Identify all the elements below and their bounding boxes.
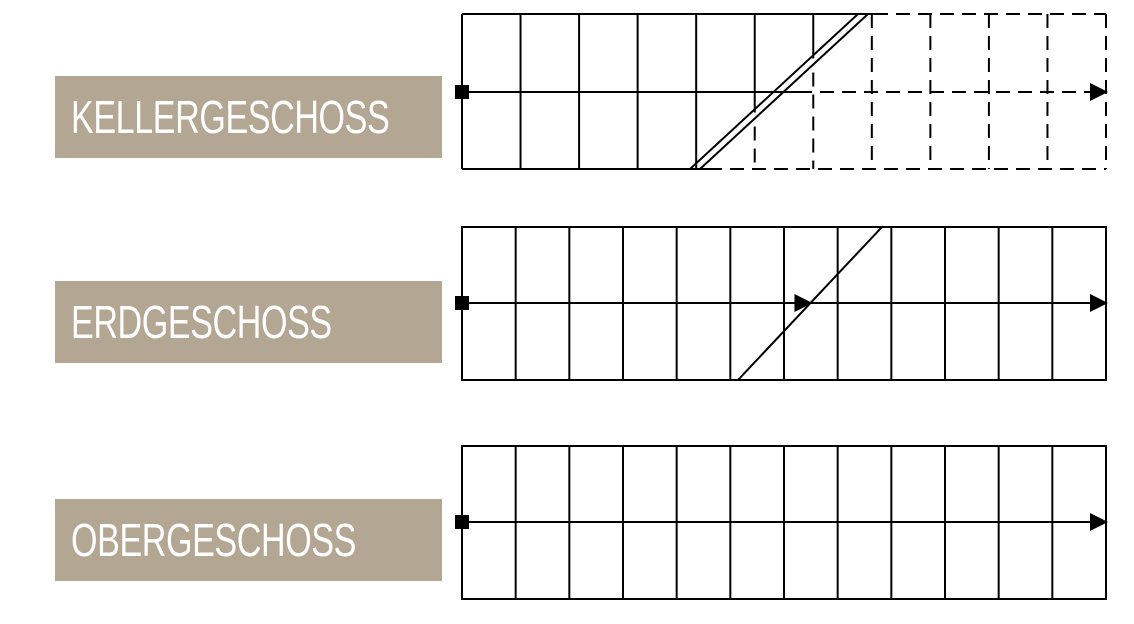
walking-line-start-square (455, 85, 469, 99)
walking-line-end-arrow (1090, 83, 1108, 101)
stair-cut-line-second (689, 13, 859, 170)
walking-line-start-square (455, 296, 469, 310)
floor-label-text: ERDGESCHOSS (71, 296, 332, 348)
floor-label-kellergeschoss: KELLERGESCHOSS (55, 76, 442, 158)
stair-cut-line (699, 13, 869, 170)
floor-label-text: KELLERGESCHOSS (71, 91, 390, 143)
walking-line-start-square (455, 515, 469, 529)
floor-label-obergeschoss: OBERGESCHOSS (55, 499, 442, 581)
walking-line-end-arrow (1090, 513, 1108, 531)
floor-label-erdgeschoss: ERDGESCHOSS (55, 281, 442, 363)
floor-label-text: OBERGESCHOSS (71, 514, 356, 566)
walking-line-mid-arrow (794, 294, 813, 312)
stair-cut-line (737, 226, 883, 381)
walking-line-end-arrow (1090, 294, 1108, 312)
